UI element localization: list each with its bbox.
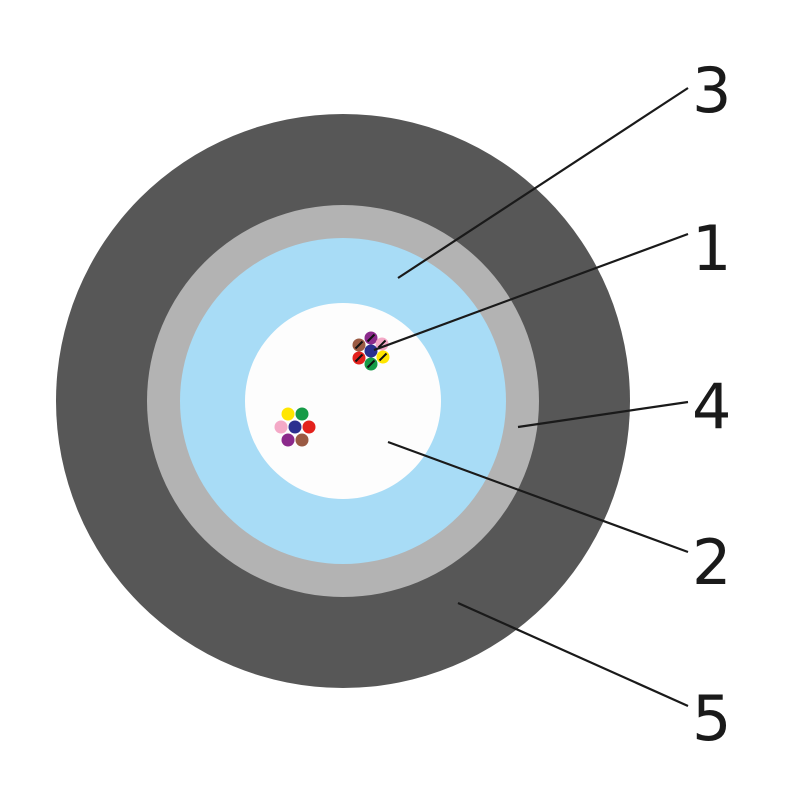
fiber-blue <box>364 344 378 358</box>
fiber-stripe-red <box>354 353 364 363</box>
fiber-bundle-1 <box>352 331 390 371</box>
leader-line-5 <box>457 601 689 708</box>
fiber-blue <box>288 420 302 434</box>
fiber-pink <box>274 420 288 434</box>
fiber-stripe-pink <box>377 339 387 349</box>
callout-4: 4 <box>692 370 731 443</box>
fiber-red <box>302 420 316 434</box>
callout-2: 2 <box>692 526 731 599</box>
fiber-green <box>295 407 309 421</box>
leader-line-3 <box>397 87 689 279</box>
fiber-brown <box>295 433 309 447</box>
fiber-stripe-yellow <box>378 352 388 362</box>
leader-line-2 <box>387 440 689 554</box>
fiber-yellow <box>281 407 295 421</box>
central-core-tube <box>245 303 441 499</box>
fiber-violet <box>281 433 295 447</box>
fiber-stripe-violet <box>366 333 376 343</box>
fiber-bundle-2 <box>274 407 316 447</box>
callout-1: 1 <box>692 212 731 285</box>
leader-line-4 <box>517 400 689 429</box>
callout-3: 3 <box>692 54 731 127</box>
fiber-stripe-brown <box>354 340 364 350</box>
leader-line-1 <box>373 232 689 352</box>
callout-5: 5 <box>692 682 731 755</box>
fiber-stripe-green <box>366 359 376 369</box>
